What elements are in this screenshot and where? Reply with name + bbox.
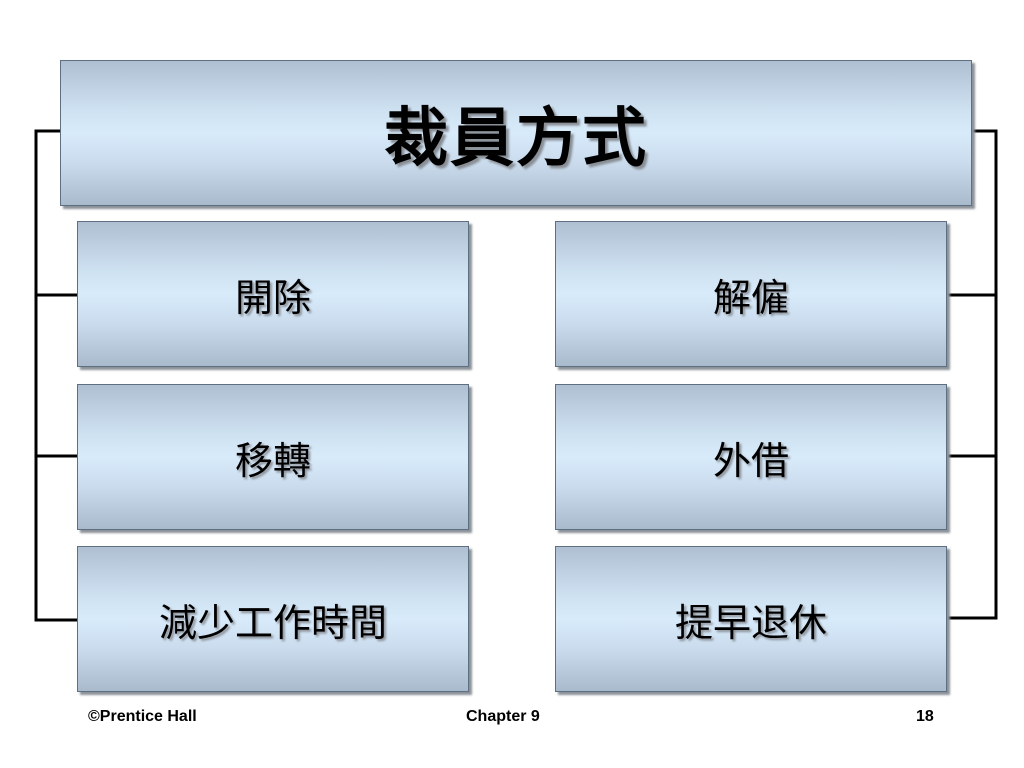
- footer-copyright: ©Prentice Hall: [88, 708, 197, 725]
- item-box-transfer: 移轉: [77, 384, 469, 530]
- item-label: 減少工作時間: [158, 600, 387, 645]
- item-box-early-retirement: 提早退休: [555, 546, 947, 692]
- item-label: 解僱: [712, 275, 789, 320]
- item-box-dismissal: 開除: [77, 221, 469, 367]
- item-label: 提早退休: [674, 600, 827, 645]
- footer-chapter: Chapter 9: [466, 708, 540, 725]
- item-box-secondment: 外借: [555, 384, 947, 530]
- item-label: 外借: [712, 438, 789, 483]
- left-connector-spine: [34, 129, 77, 622]
- item-box-reduced-hours: 減少工作時間: [77, 546, 469, 692]
- item-label: 開除: [234, 275, 311, 320]
- item-label: 移轉: [234, 438, 311, 483]
- footer-page-number: 18: [916, 708, 934, 725]
- title-box: 裁員方式: [60, 60, 972, 206]
- item-box-layoff: 解僱: [555, 221, 947, 367]
- diagram-title: 裁員方式: [384, 101, 648, 176]
- right-connector-spine: [947, 129, 998, 620]
